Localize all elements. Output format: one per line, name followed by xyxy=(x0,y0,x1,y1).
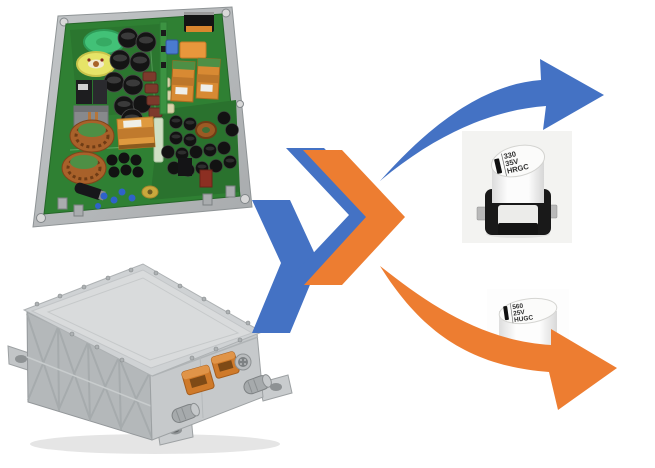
converter-box-photo xyxy=(0,256,335,463)
barrel-connector-right xyxy=(243,374,272,395)
daughter-board xyxy=(159,21,168,115)
pcb-photo xyxy=(0,0,270,240)
orange-tape-block xyxy=(179,41,207,59)
orange-chevron-icon xyxy=(303,150,405,285)
blue-curved-arrow-icon xyxy=(380,59,604,181)
right-transformers xyxy=(170,57,221,103)
screw-terminals xyxy=(57,185,236,217)
cap-560-line3: HUGC xyxy=(514,314,534,324)
red-block xyxy=(199,169,213,188)
cap-560-line2: 25V xyxy=(513,309,526,318)
capacitor-330-image: 330 35V HRGC xyxy=(462,131,572,243)
cap-330-line1: 330 xyxy=(503,149,517,161)
copper-toroid-inductors xyxy=(61,119,115,185)
hv-connector-a xyxy=(181,364,215,396)
output-caps-cluster xyxy=(161,111,239,177)
black-block xyxy=(178,158,192,176)
lid-screws xyxy=(34,267,251,363)
film-caps-column xyxy=(142,71,163,118)
box-left-face xyxy=(26,311,153,441)
smd-cap2-top: 560 25V HUGC xyxy=(498,297,558,325)
small-caps-center xyxy=(106,152,144,178)
round-connector xyxy=(234,353,252,371)
cap-330-line2: 35V xyxy=(504,157,519,169)
blue-disc-caps xyxy=(95,188,136,209)
brand-mark-icon xyxy=(503,305,509,321)
input-connector xyxy=(184,12,214,32)
cap-560-line1: 560 xyxy=(512,303,524,311)
smd-cap-top: 330 35V HRGC xyxy=(490,144,546,178)
relay-blocks xyxy=(76,80,107,104)
barrel-connector-front xyxy=(171,402,200,423)
orange-curved-arrow-icon xyxy=(380,266,617,410)
blue-cap xyxy=(165,39,179,55)
box-shadow xyxy=(30,434,280,454)
brand-mark-icon xyxy=(494,158,503,174)
blue-chevron-icon xyxy=(252,200,319,333)
center-transformer xyxy=(116,116,156,150)
